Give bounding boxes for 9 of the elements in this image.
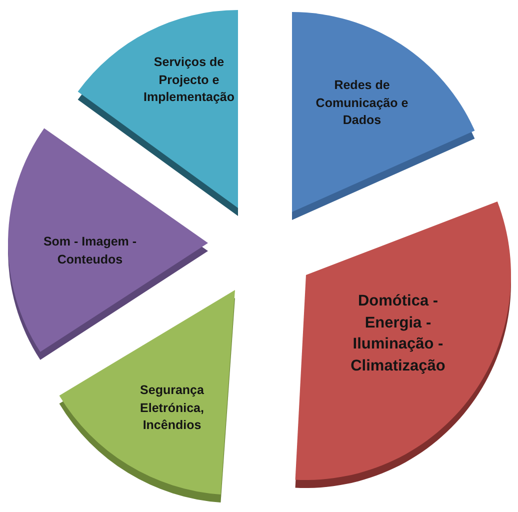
pie-slice [292, 12, 475, 220]
slice-label: Segurança Eletrónica, Incêndios [139, 382, 205, 434]
pie-slice [59, 290, 235, 503]
slice-label: Serviços de Projecto e Implementação [142, 54, 236, 106]
slice-label: Domótica - Energia - Iluminação - Climatização [350, 292, 446, 377]
slice-label: Som - Imagem - Conteudos [42, 234, 138, 268]
pie-slice [295, 201, 511, 488]
pie-slice [8, 128, 208, 360]
slice-label: Redes de Comunicação e Dados [314, 76, 410, 129]
